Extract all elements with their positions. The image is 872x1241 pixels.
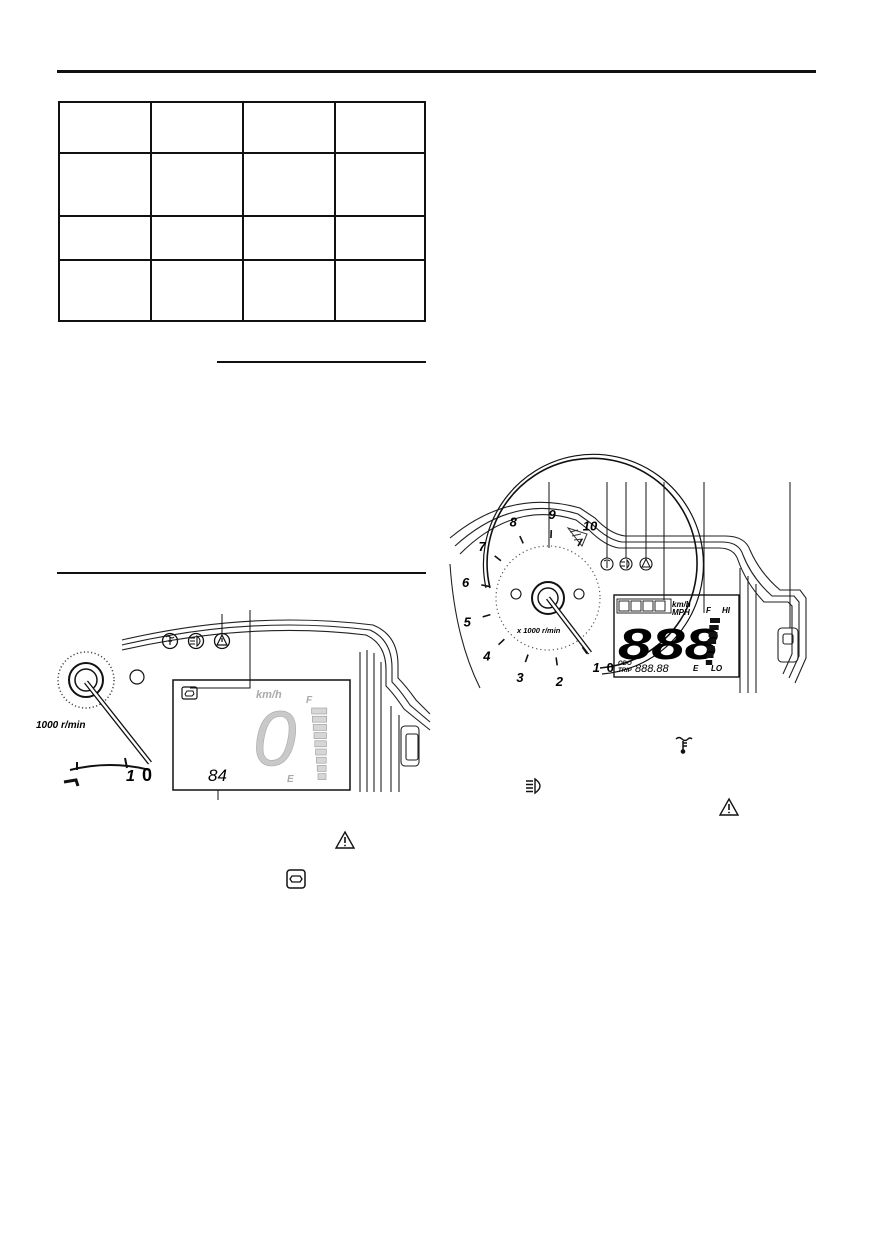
warning-triangle-icon	[334, 830, 356, 849]
scale-label-0: 0	[142, 765, 152, 785]
tach-tick	[581, 646, 588, 655]
fuel-segment	[708, 632, 718, 637]
lcd-panel	[172, 679, 351, 791]
table-col-divider	[150, 103, 152, 320]
table-col-divider	[334, 103, 336, 320]
fuel-empty-label: E	[287, 774, 294, 785]
high-beam-hi-label: HI	[722, 606, 731, 615]
tach-tick	[497, 638, 505, 646]
warning-triangle-icon	[639, 557, 653, 571]
warning-triangle-icon	[718, 797, 740, 816]
tach-tick	[482, 613, 491, 618]
scale-label-1: 1	[126, 768, 135, 785]
header-rule	[57, 70, 816, 73]
high-beam-icon	[619, 557, 633, 571]
tach-number: 4	[482, 649, 491, 664]
meter-overview-figure: 1 2 3 4 5 6 7 8 9 10 0 x 1000 r/min km/h MPH 888 F…	[449, 453, 807, 693]
tach-tick	[481, 584, 490, 588]
tach-number: 9	[548, 507, 556, 522]
odo-label: ODO	[618, 661, 632, 667]
fuel-segment	[707, 646, 715, 651]
tach-tick	[555, 657, 558, 666]
tach-number: 3	[516, 670, 524, 685]
rpm-label: x 1000 r/min	[516, 626, 561, 635]
tachometer-fragment	[57, 651, 152, 771]
tach-number: 1	[593, 660, 600, 675]
tach-number: 2	[555, 674, 564, 689]
tach-tick	[519, 535, 524, 544]
engine-trouble-icon	[286, 869, 306, 889]
housing-outline	[449, 501, 807, 693]
fuel-full-label: F	[306, 695, 313, 706]
tach-number: 6	[462, 575, 470, 590]
fuel-segment	[315, 748, 327, 756]
engine-trouble-icon	[181, 686, 198, 700]
lcd-panel	[613, 594, 740, 678]
tach-tick	[524, 654, 529, 663]
fuel-gauge-segments	[705, 618, 720, 665]
low-beam-lo-label: LO	[711, 664, 723, 673]
fuel-segment	[705, 660, 713, 665]
tach-number: 7	[478, 539, 486, 554]
warning-triangle-icon	[213, 632, 231, 650]
tach-number: 5	[464, 614, 472, 629]
fuel-gauge-segments	[311, 707, 328, 780]
speed-unit-label: km/h	[256, 689, 282, 701]
coolant-temperature-icon	[675, 736, 693, 754]
callout-line	[190, 610, 251, 689]
housing-outline	[121, 619, 431, 792]
fuel-segment	[312, 715, 327, 723]
table-col-divider	[242, 103, 244, 320]
tach-tick	[494, 555, 502, 562]
meter-closeup-figure: 1000 r/min 1 0 km/h 0 F E 84	[36, 610, 431, 800]
fuel-segment	[317, 773, 327, 780]
fuel-empty-label: E	[693, 664, 699, 673]
fuel-segment	[707, 639, 717, 644]
speed-unit-mph: MPH	[672, 608, 690, 617]
fuel-segment	[706, 653, 714, 658]
fuel-segment	[314, 740, 327, 748]
callout-lines	[548, 482, 791, 628]
tach-ticks	[481, 530, 588, 666]
tachometer	[482, 453, 705, 675]
speed-digits: 888	[618, 620, 719, 669]
coolant-temperature-icon	[161, 632, 179, 650]
trip-label: TRIP	[618, 668, 633, 674]
high-beam-icon	[526, 777, 541, 795]
note-rule	[217, 361, 426, 363]
fuel-segment	[312, 724, 327, 731]
tach-number: 10	[583, 518, 598, 533]
tach-numbers: 1 2 3 4 5 6 7 8 9 10 0	[462, 507, 614, 689]
odometer-digits: 888.88	[635, 663, 670, 675]
fuel-segment	[316, 765, 327, 772]
fuel-segment	[311, 707, 328, 715]
coolant-temperature-icon	[600, 557, 614, 571]
fuel-segment	[710, 618, 720, 623]
section-rule	[57, 572, 426, 574]
scale-label-partial	[63, 778, 80, 787]
rpm-label: 1000 r/min	[36, 720, 85, 731]
tach-number: 0	[607, 660, 614, 675]
speed-unit-kmh: km/h	[672, 600, 691, 609]
lcd-status-icons	[616, 598, 672, 614]
lower-readout: 84	[208, 766, 227, 785]
speed-digit: 0	[253, 694, 296, 782]
fuel-segment	[316, 756, 327, 764]
fuel-full-label: F	[706, 606, 712, 615]
tach-number: 8	[510, 515, 518, 530]
tach-tick	[577, 538, 583, 547]
fuel-segment	[313, 732, 327, 739]
fuel-segment	[709, 625, 719, 630]
spec-table	[58, 101, 426, 322]
high-beam-icon	[187, 632, 205, 650]
